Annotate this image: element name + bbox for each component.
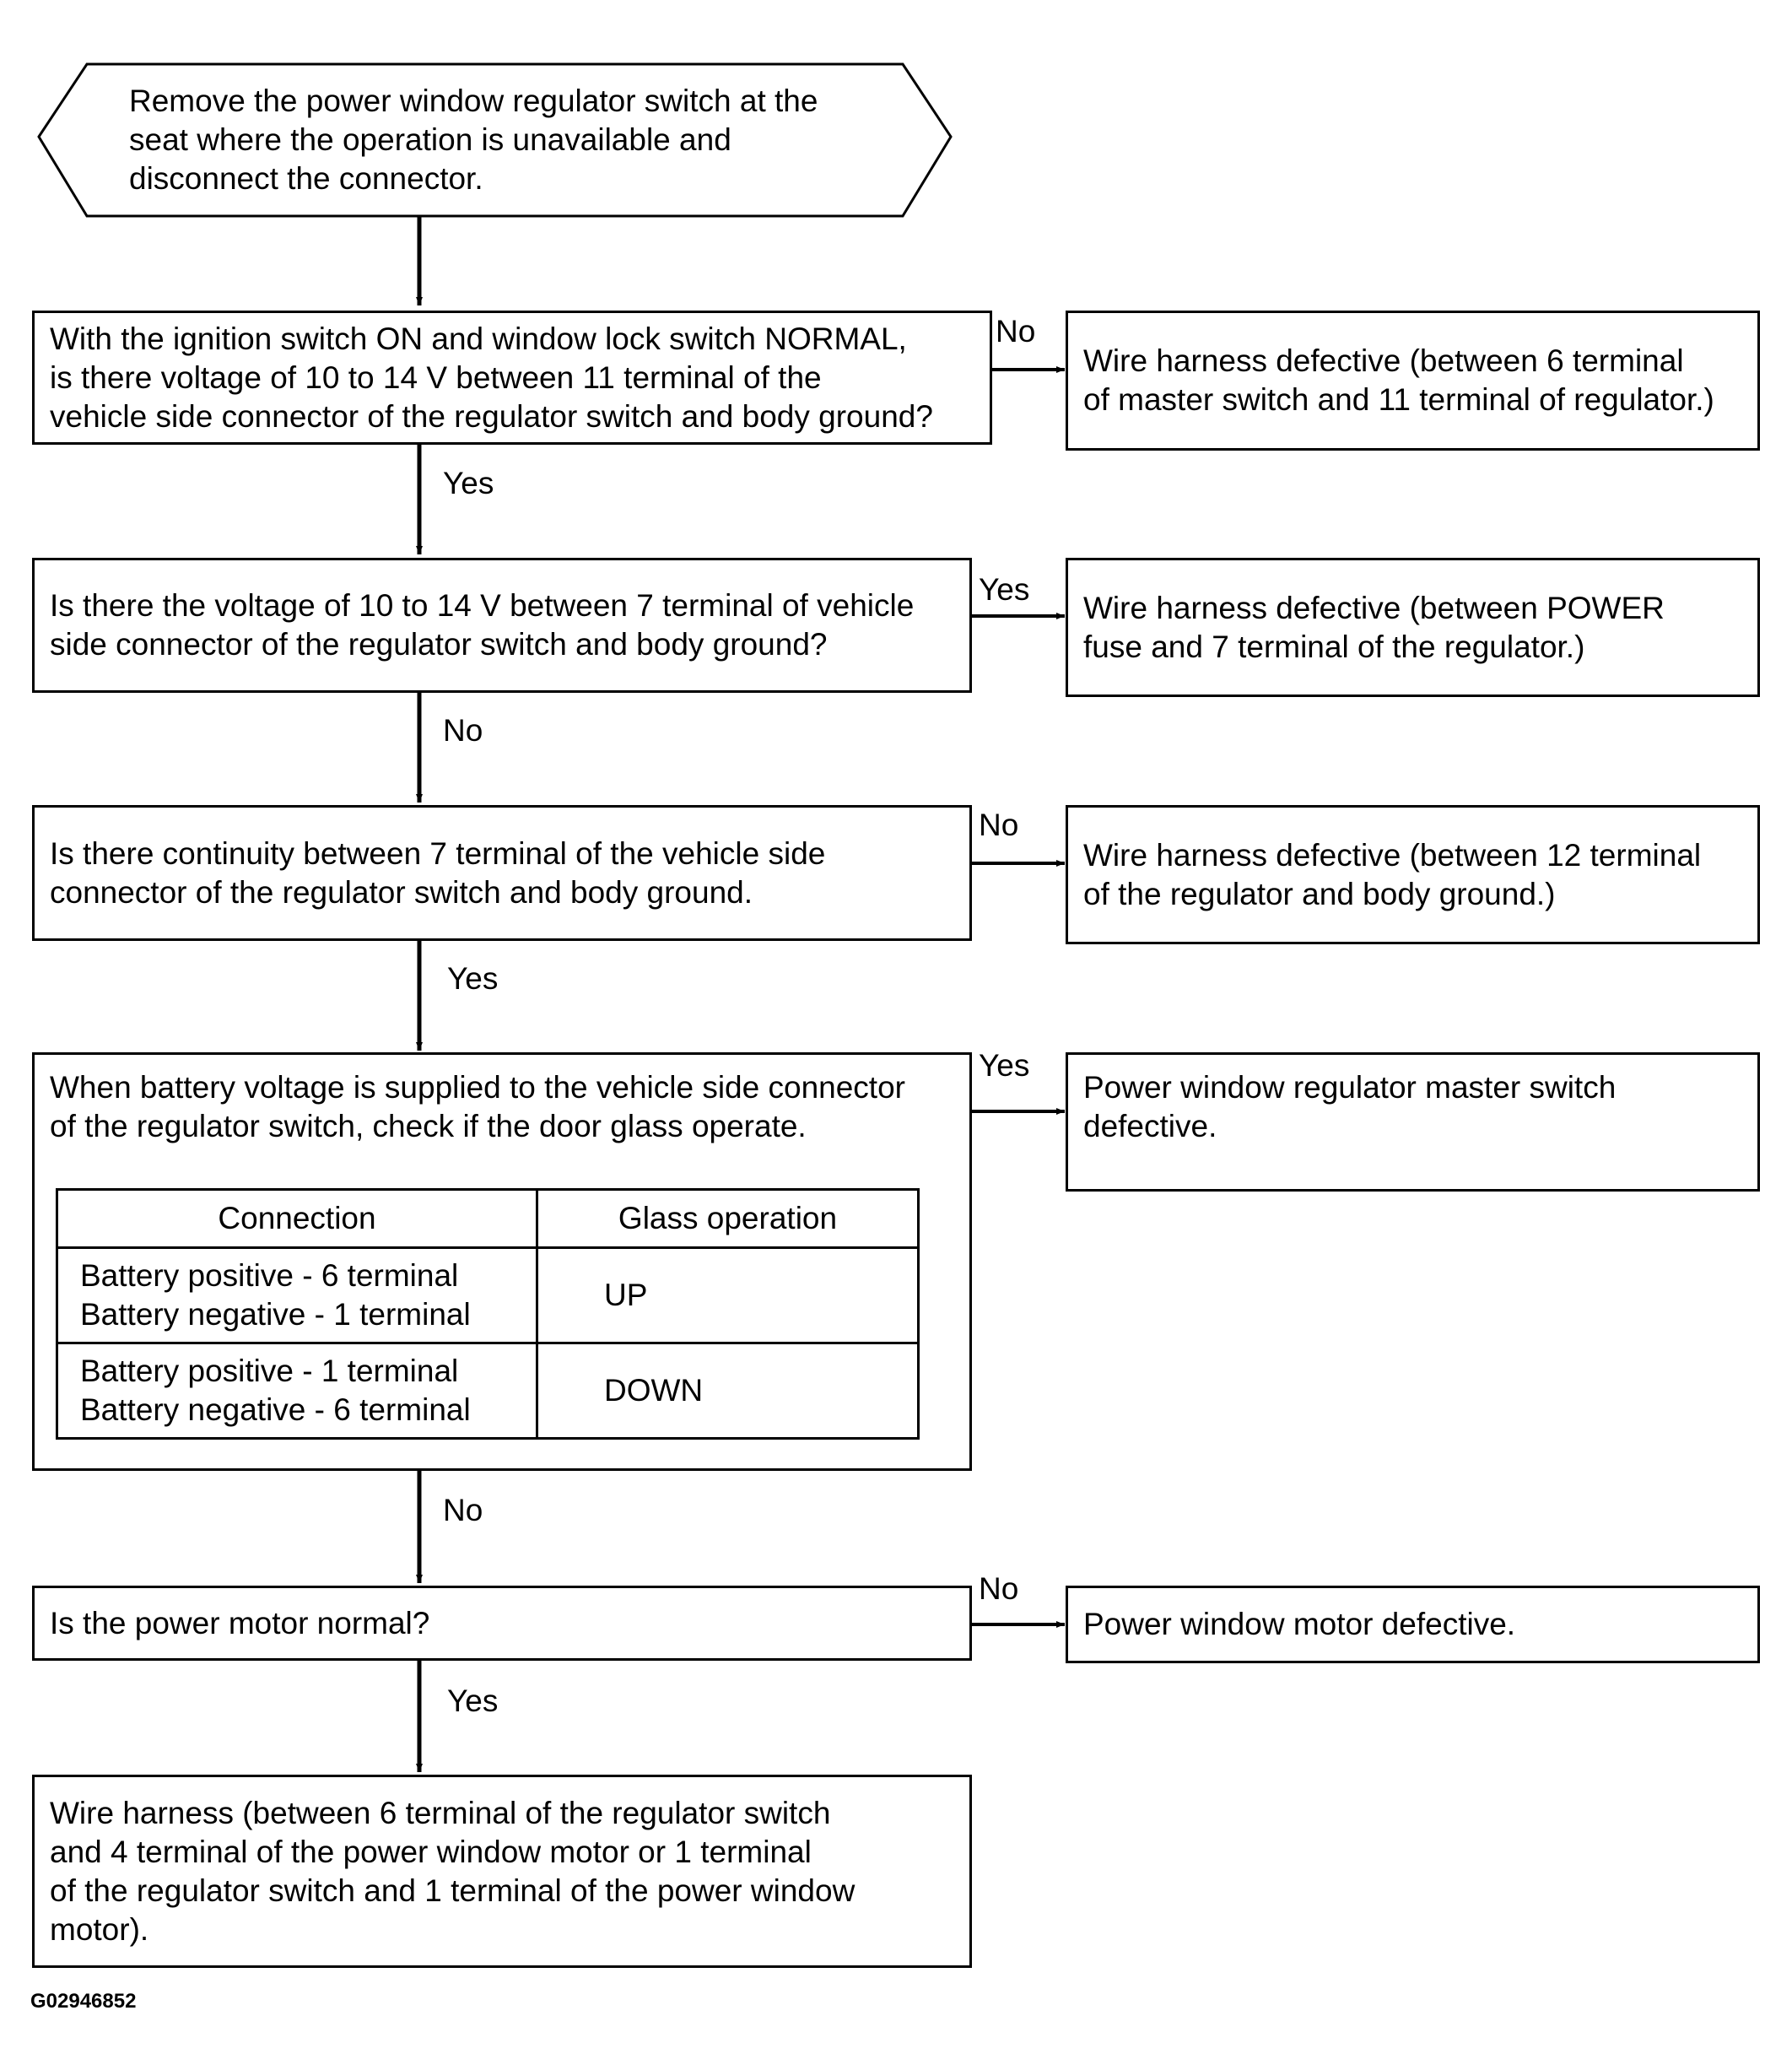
- final-result-line: Wire harness (between 6 terminal of the …: [50, 1795, 831, 1830]
- step3-result-box: Wire harness defective (between 12 termi…: [1066, 805, 1760, 944]
- table-header-connection: Connection: [56, 1188, 538, 1249]
- step2-side-label: Yes: [979, 572, 1030, 607]
- connection-line: Battery negative - 6 terminal: [80, 1392, 471, 1427]
- step5-result-line: Power window motor defective.: [1083, 1607, 1516, 1641]
- step4-side-label: Yes: [979, 1048, 1030, 1083]
- step5-result-box: Power window motor defective.: [1066, 1586, 1760, 1663]
- figure-code: G02946852: [30, 1990, 137, 2013]
- step1-question-box: With the ignition switch ON and window l…: [32, 311, 992, 445]
- step2-question-line: side connector of the regulator switch a…: [50, 627, 828, 662]
- step4-question-line: of the regulator switch, check if the do…: [50, 1109, 807, 1143]
- step3-question-line: Is there continuity between 7 terminal o…: [50, 835, 826, 871]
- final-result-line: of the regulator switch and 1 terminal o…: [50, 1873, 856, 1908]
- step3-side-label: No: [979, 808, 1019, 842]
- start-line: disconnect the connector.: [129, 161, 483, 196]
- step4-result-line: Power window regulator master switch: [1083, 1070, 1617, 1105]
- final-result-line: and 4 terminal of the power window motor…: [50, 1834, 812, 1869]
- step4-result-box: Power window regulator master switch def…: [1066, 1052, 1760, 1192]
- step1-question-line: is there voltage of 10 to 14 V between 1…: [50, 359, 822, 395]
- start-line: Remove the power window regulator switch…: [129, 84, 818, 118]
- step5-question-box: Is the power motor normal?: [32, 1586, 972, 1661]
- final-result-line: motor).: [50, 1911, 149, 1947]
- step2-down-label: No: [443, 713, 483, 748]
- step1-result-box: Wire harness defective (between 6 termin…: [1066, 311, 1760, 451]
- step2-result-line: fuse and 7 terminal of the regulator.): [1083, 629, 1585, 664]
- step3-question-box: Is there continuity between 7 terminal o…: [32, 805, 972, 941]
- step4-down-label: No: [443, 1493, 483, 1527]
- step5-side-label: No: [979, 1571, 1019, 1606]
- table-cell-operation: DOWN: [536, 1342, 920, 1440]
- final-result-box: Wire harness (between 6 terminal of the …: [32, 1775, 972, 1968]
- step4-result-line: defective.: [1083, 1109, 1217, 1143]
- step2-question-line: Is there the voltage of 10 to 14 V betwe…: [50, 588, 915, 623]
- step2-result-box: Wire harness defective (between POWER fu…: [1066, 558, 1760, 697]
- step1-side-label: No: [996, 314, 1036, 349]
- start-line: seat where the operation is unavailable …: [129, 122, 731, 157]
- step1-down-label: Yes: [443, 466, 494, 500]
- table-header-glass-operation: Glass operation: [536, 1188, 920, 1249]
- table-header-row: Connection Glass operation: [56, 1188, 920, 1249]
- glass-operation-table: Connection Glass operation Battery posit…: [56, 1188, 920, 1440]
- step2-result-line: Wire harness defective (between POWER: [1083, 590, 1665, 625]
- connection-line: Battery positive - 6 terminal: [80, 1258, 459, 1293]
- step2-question-box: Is there the voltage of 10 to 14 V betwe…: [32, 558, 972, 693]
- connection-line: Battery positive - 1 terminal: [80, 1354, 459, 1388]
- table-row: Battery positive - 1 terminal Battery ne…: [56, 1342, 920, 1440]
- step3-result-line: Wire harness defective (between 12 termi…: [1083, 837, 1702, 873]
- step3-question-line: connector of the regulator switch and bo…: [50, 874, 753, 910]
- connection-line: Battery negative - 1 terminal: [80, 1297, 471, 1332]
- step5-down-label: Yes: [447, 1684, 499, 1718]
- start-shape: [37, 62, 953, 218]
- step5-question-line: Is the power motor normal?: [50, 1605, 430, 1640]
- table-row: Battery positive - 6 terminal Battery ne…: [56, 1246, 920, 1344]
- step4-question-line: When battery voltage is supplied to the …: [50, 1070, 905, 1105]
- step1-result-line: of master switch and 11 terminal of regu…: [1083, 382, 1714, 417]
- step1-question-line: With the ignition switch ON and window l…: [50, 321, 907, 356]
- step3-down-label: Yes: [447, 961, 499, 996]
- step1-question-line: vehicle side connector of the regulator …: [50, 398, 933, 434]
- table-cell-connection: Battery positive - 1 terminal Battery ne…: [56, 1342, 538, 1440]
- start-text: Remove the power window regulator switch…: [129, 82, 818, 198]
- step1-result-line: Wire harness defective (between 6 termin…: [1083, 343, 1684, 378]
- step3-result-line: of the regulator and body ground.): [1083, 876, 1556, 911]
- table-cell-connection: Battery positive - 6 terminal Battery ne…: [56, 1246, 538, 1344]
- table-cell-operation: UP: [536, 1246, 920, 1344]
